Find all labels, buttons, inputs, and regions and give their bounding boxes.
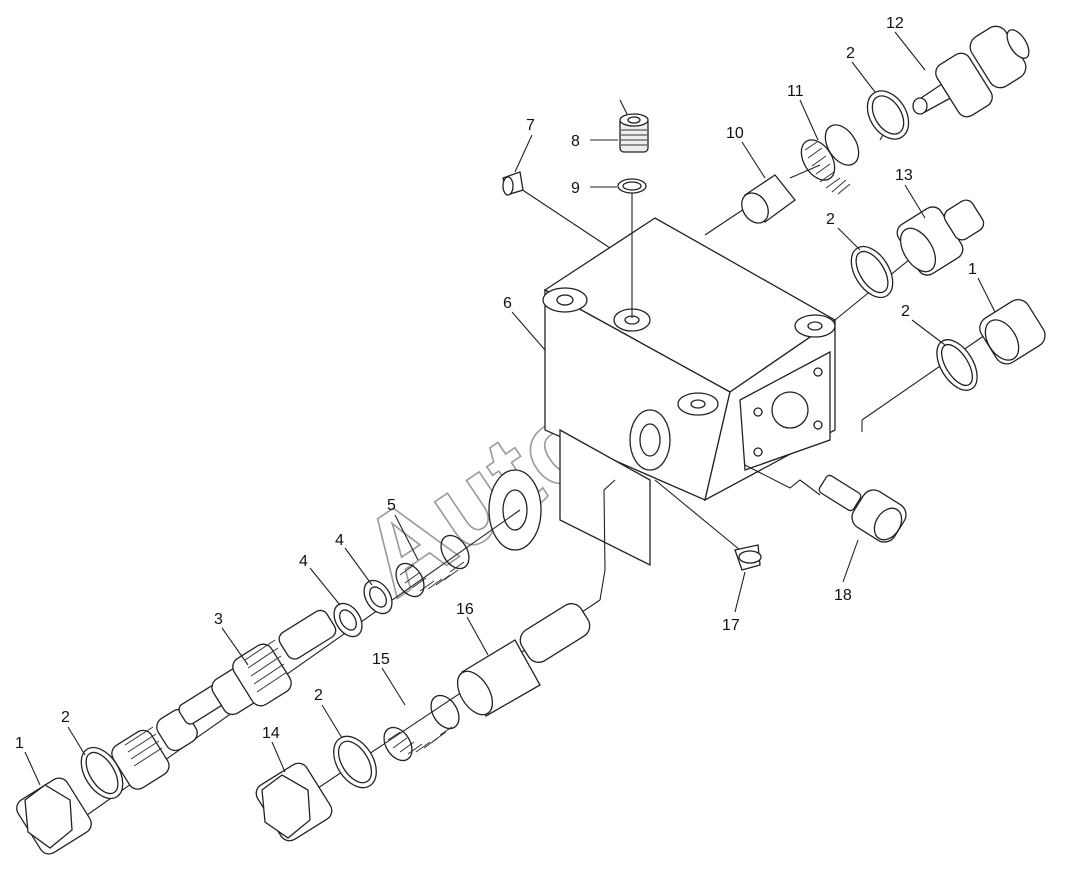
callout-11: 11 <box>787 83 804 100</box>
part-2-oring-right-lower <box>936 339 978 391</box>
callout-2-left: 2 <box>61 709 70 726</box>
callout-9: 9 <box>571 180 580 197</box>
callout-14: 14 <box>262 725 280 742</box>
part-16-piston <box>456 603 591 717</box>
callout-7: 7 <box>526 117 535 134</box>
callout-5: 5 <box>387 497 396 514</box>
callout-15: 15 <box>372 651 390 668</box>
callout-6: 6 <box>503 295 512 312</box>
callout-3: 3 <box>214 611 223 628</box>
part-10-piston <box>741 174 796 224</box>
part-7-pin <box>502 171 524 196</box>
part-8-plug <box>619 113 649 153</box>
callout-2-right-lower: 2 <box>901 303 910 320</box>
part-14-plug <box>255 762 333 842</box>
callout-16: 16 <box>456 601 474 618</box>
callout-10: 10 <box>726 125 744 142</box>
part-12-fitting <box>912 25 1030 118</box>
callout-17: 17 <box>722 617 740 634</box>
part-2-oring-right-upper <box>850 245 894 299</box>
part-5-spring <box>395 534 470 598</box>
part-2-oring-lower <box>333 735 377 789</box>
part-18-sensor <box>818 474 907 543</box>
part-3-valve-spool <box>111 609 337 790</box>
callout-2-lower: 2 <box>314 687 323 704</box>
callout-leaders <box>24 31 996 786</box>
part-1-plug-right <box>979 298 1046 365</box>
callout-13: 13 <box>895 167 913 184</box>
part-11-spring <box>800 124 860 195</box>
callout-1-left: 1 <box>15 735 24 752</box>
part-4-washers <box>333 579 393 638</box>
part-17-pin <box>734 544 762 571</box>
callout-2-right-upper: 2 <box>826 211 835 228</box>
valve-body <box>488 217 837 567</box>
callout-1-right: 1 <box>968 261 977 278</box>
callout-4-first: 4 <box>299 553 308 570</box>
callout-labels: 1 2 3 4 4 5 6 7 8 9 10 11 2 12 13 2 1 2 … <box>15 15 977 752</box>
callout-4-second: 4 <box>335 532 344 549</box>
part-15-spring <box>383 694 460 762</box>
callout-2-top: 2 <box>846 45 855 62</box>
callout-12: 12 <box>886 15 904 32</box>
part-1-plug-left <box>16 777 92 855</box>
part-9-washer <box>617 178 647 194</box>
callout-8: 8 <box>571 133 580 150</box>
callout-18: 18 <box>834 587 852 604</box>
part-2-oring-top <box>866 90 910 140</box>
part-13-fitting <box>896 199 985 276</box>
